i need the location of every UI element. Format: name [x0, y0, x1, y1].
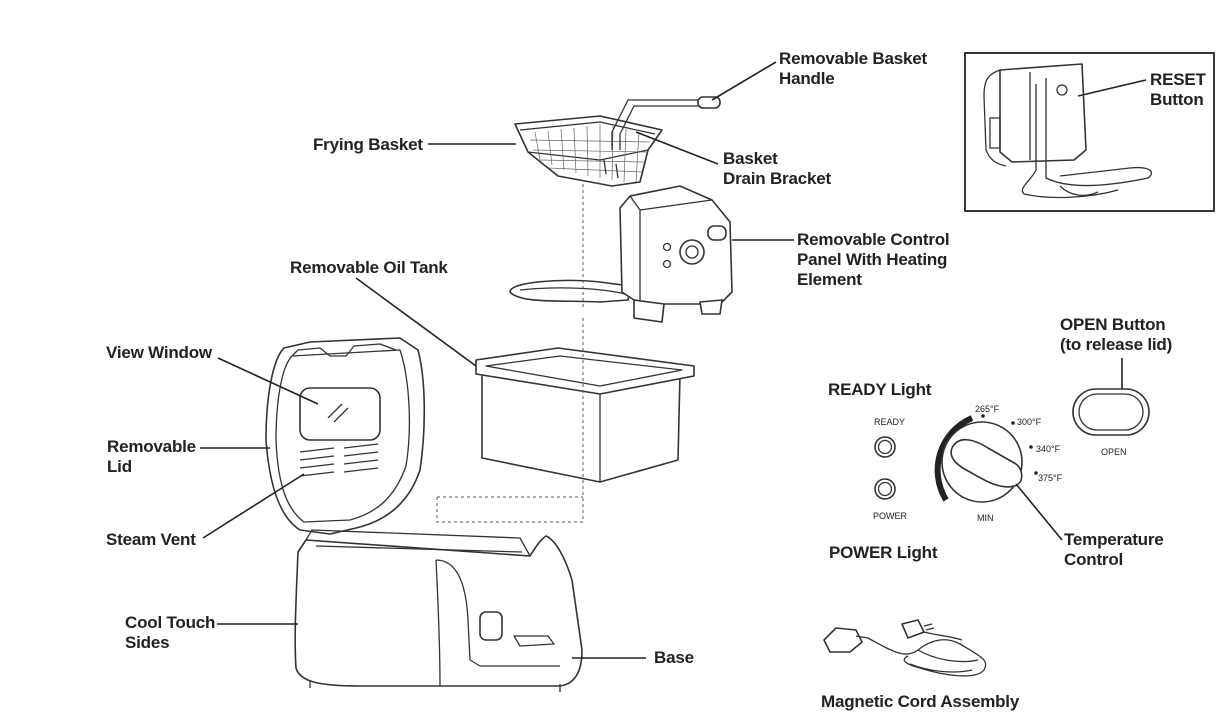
control-panel-illustration — [509, 185, 733, 323]
marking-300f: 300°F — [1017, 417, 1042, 427]
leader-lines — [200, 61, 1147, 659]
label-steam-vent: Steam Vent — [106, 530, 196, 549]
label-frying-basket: Frying Basket — [313, 135, 423, 154]
marking-375f: 375°F — [1038, 473, 1063, 483]
marking-power: POWER — [873, 511, 908, 521]
marking-min: MIN — [977, 513, 994, 523]
label-open-button: OPEN Button(to release lid) — [1060, 315, 1173, 354]
oil-tank-illustration — [475, 347, 695, 483]
control-panel-face — [874, 388, 1150, 503]
marking-340f: 340°F — [1036, 444, 1061, 454]
assembly-guide-line — [436, 496, 583, 523]
marking-ready: READY — [874, 417, 906, 427]
label-base: Base — [654, 648, 694, 667]
frying-basket-illustration — [514, 96, 721, 187]
label-magnetic-cord-assembly: Magnetic Cord Assembly — [821, 692, 1020, 711]
label-power-light: POWER Light — [829, 543, 938, 562]
magnetic-cord-illustration — [823, 619, 987, 677]
marking-open: OPEN — [1101, 447, 1127, 457]
label-removable-oil-tank: Removable Oil Tank — [290, 258, 448, 277]
base-illustration — [294, 529, 583, 692]
lid-illustration — [265, 337, 426, 535]
label-view-window: View Window — [106, 343, 212, 362]
marking-265f: 265°F — [975, 404, 1000, 414]
reset-inset — [964, 52, 1215, 212]
label-ready-light: READY Light — [828, 380, 932, 399]
